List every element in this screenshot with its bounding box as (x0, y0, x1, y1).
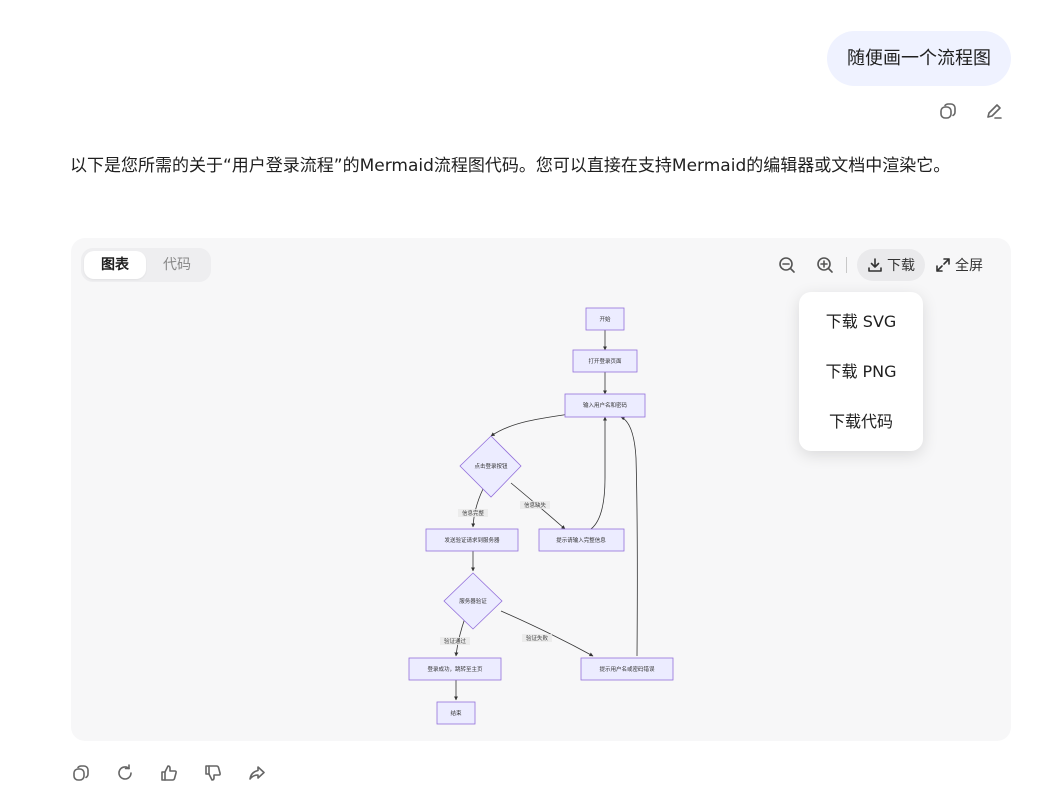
node-prompt-complete: 提示请输入完整信息 (538, 528, 625, 552)
edge-verify-error (500, 610, 594, 657)
user-message-bubble: 随便画一个流程图 (827, 31, 1011, 86)
zoom-in-icon[interactable] (812, 252, 838, 278)
copy-icon[interactable] (937, 100, 959, 122)
edge-label-info-complete: 信息完整 (458, 509, 488, 517)
reply-actions (70, 762, 268, 784)
fullscreen-button[interactable]: 全屏 (925, 249, 993, 281)
edge-label-verify-fail: 验证失败 (522, 634, 552, 642)
share-icon[interactable] (246, 762, 268, 784)
svg-text:开始: 开始 (599, 315, 611, 323)
node-input-credentials: 输入用户名和密码 (564, 393, 646, 418)
tab-chart[interactable]: 图表 (84, 251, 146, 279)
svg-text:信息完整: 信息完整 (462, 509, 485, 517)
fullscreen-label: 全屏 (955, 258, 983, 274)
edge-click-send (471, 488, 484, 528)
download-button[interactable]: 下载 (857, 249, 925, 281)
thumbs-up-icon[interactable] (158, 762, 180, 784)
svg-text:提示请输入完整信息: 提示请输入完整信息 (556, 536, 606, 544)
svg-text:登录成功，跳转至主页: 登录成功，跳转至主页 (427, 665, 483, 673)
edge-input-click (490, 412, 578, 437)
node-click-login: 点击登录按钮 (459, 435, 522, 498)
edge-prompt-input (590, 416, 607, 530)
assistant-reply-text: 以下是您所需的关于“用户登录流程”的Mermaid流程图代码。您可以直接在支持M… (70, 156, 951, 176)
svg-text:验证通过: 验证通过 (444, 637, 467, 645)
svg-text:输入用户名和密码: 输入用户名和密码 (583, 401, 628, 409)
copy-icon[interactable] (70, 762, 92, 784)
tab-code[interactable]: 代码 (163, 257, 191, 273)
view-tab-switch: 图表 代码 (81, 248, 211, 282)
svg-text:验证失败: 验证失败 (526, 634, 549, 642)
svg-text:服务器验证: 服务器验证 (459, 597, 487, 605)
svg-text:信息缺失: 信息缺失 (524, 501, 547, 509)
thumbs-down-icon[interactable] (202, 762, 224, 784)
edge-error-input (620, 416, 638, 657)
download-png-item[interactable]: 下载 PNG (825, 361, 897, 381)
node-open-login: 打开登录页面 (572, 349, 638, 373)
svg-text:打开登录页面: 打开登录页面 (588, 357, 622, 365)
diagram-toolbar: 下载 全屏 (774, 248, 993, 282)
node-start: 开始 (585, 307, 625, 331)
svg-text:点击登录按钮: 点击登录按钮 (474, 462, 508, 470)
flowchart-diagram: 信息完整 信息缺失 验证通过 验证失败 开始 打开登录页面 输入用户名和密码 (408, 307, 674, 725)
node-server-verify: 服务器验证 (443, 572, 503, 630)
download-label: 下载 (887, 258, 915, 274)
user-message-actions (937, 100, 1005, 122)
download-menu: 下载 SVG 下载 PNG 下载代码 (799, 292, 923, 451)
node-end: 结束 (436, 701, 476, 725)
edge-label-info-missing: 信息缺失 (520, 501, 550, 509)
svg-text:发送验证请求到服务器: 发送验证请求到服务器 (444, 536, 500, 544)
zoom-out-icon[interactable] (774, 252, 800, 278)
node-error-prompt: 提示用户名或密码错误 (580, 657, 674, 681)
toolbar-divider (846, 257, 847, 273)
edit-icon[interactable] (983, 100, 1005, 122)
edge-label-verify-pass: 验证通过 (440, 637, 470, 645)
download-svg-item[interactable]: 下载 SVG (825, 311, 897, 331)
svg-text:提示用户名或密码错误: 提示用户名或密码错误 (599, 665, 655, 673)
svg-text:结束: 结束 (450, 709, 462, 717)
fullscreen-icon (936, 258, 950, 272)
node-login-success: 登录成功，跳转至主页 (408, 657, 502, 681)
regenerate-icon[interactable] (114, 762, 136, 784)
download-code-item[interactable]: 下载代码 (828, 411, 893, 431)
node-send-request: 发送验证请求到服务器 (425, 528, 519, 552)
download-icon (868, 258, 882, 272)
